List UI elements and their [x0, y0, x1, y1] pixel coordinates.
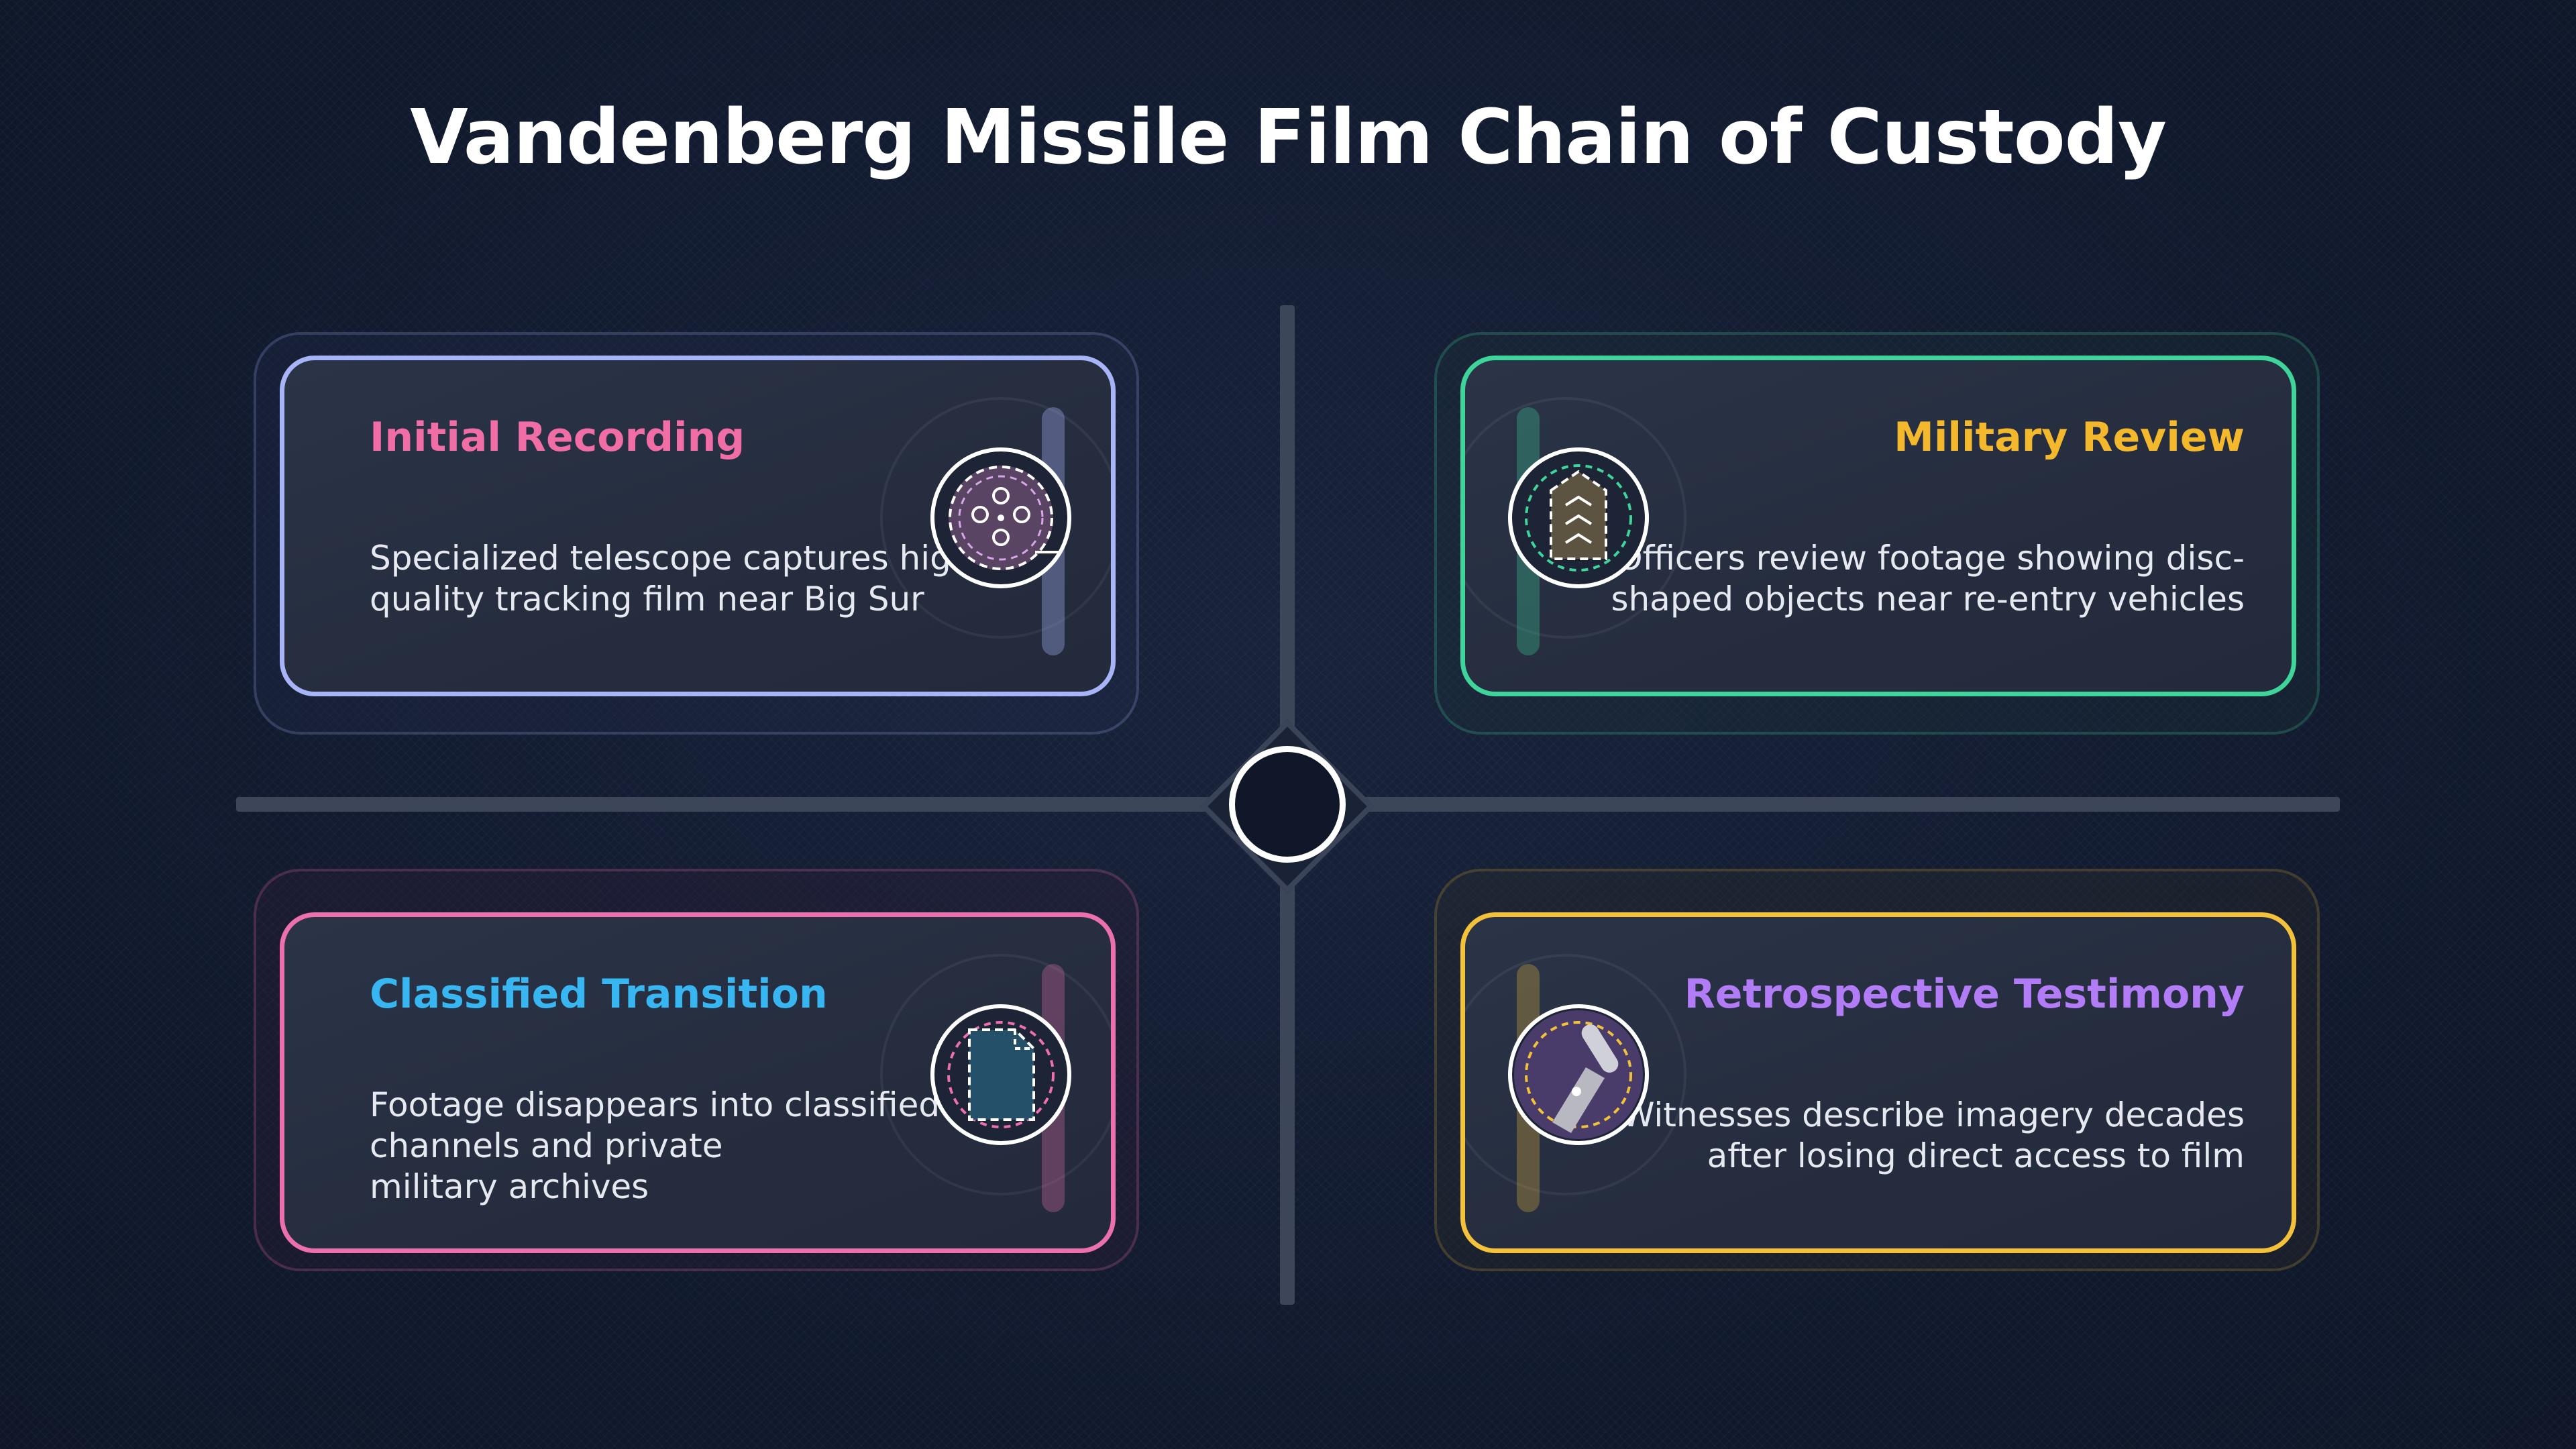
retrospective-testimony-halo [1465, 954, 1686, 1195]
initial-recording-title: Initial Recording [370, 414, 745, 461]
page-title: Vandenberg Missile Film Chain of Custody [410, 94, 2167, 181]
center-hub-circle [1229, 746, 1346, 863]
initial-recording-halo [880, 397, 1111, 639]
classified-transition-halo [880, 954, 1111, 1195]
retrospective-testimony-title: Retrospective Testimony [1684, 971, 2245, 1018]
retrospective-testimony-description: Witnesses describe imagery decades after… [1621, 1095, 2245, 1175]
military-review-description: Officers review footage showing disc- sh… [1611, 539, 2245, 619]
classified-transition-description: Footage disappears into classified chann… [370, 1085, 941, 1206]
military-review-title: Military Review [1894, 414, 2245, 461]
classified-transition-title: Classified Transition [370, 971, 828, 1018]
military-review-card[interactable]: Military Review Officers review footage … [1460, 356, 2296, 696]
document-icon [930, 1004, 1071, 1145]
microphone-icon [1508, 1004, 1649, 1145]
initial-recording-description: Specialized telescope captures high- qua… [370, 539, 985, 619]
initial-recording-card[interactable]: Initial Recording Specialized telescope … [280, 356, 1116, 696]
classified-transition-card[interactable]: Classified Transition Footage disappears… [280, 912, 1116, 1253]
military-review-halo [1465, 397, 1686, 639]
film-reel-icon [930, 447, 1071, 588]
military-rank-icon [1508, 447, 1649, 588]
retrospective-testimony-card[interactable]: Retrospective Testimony Witnesses descri… [1460, 912, 2296, 1253]
